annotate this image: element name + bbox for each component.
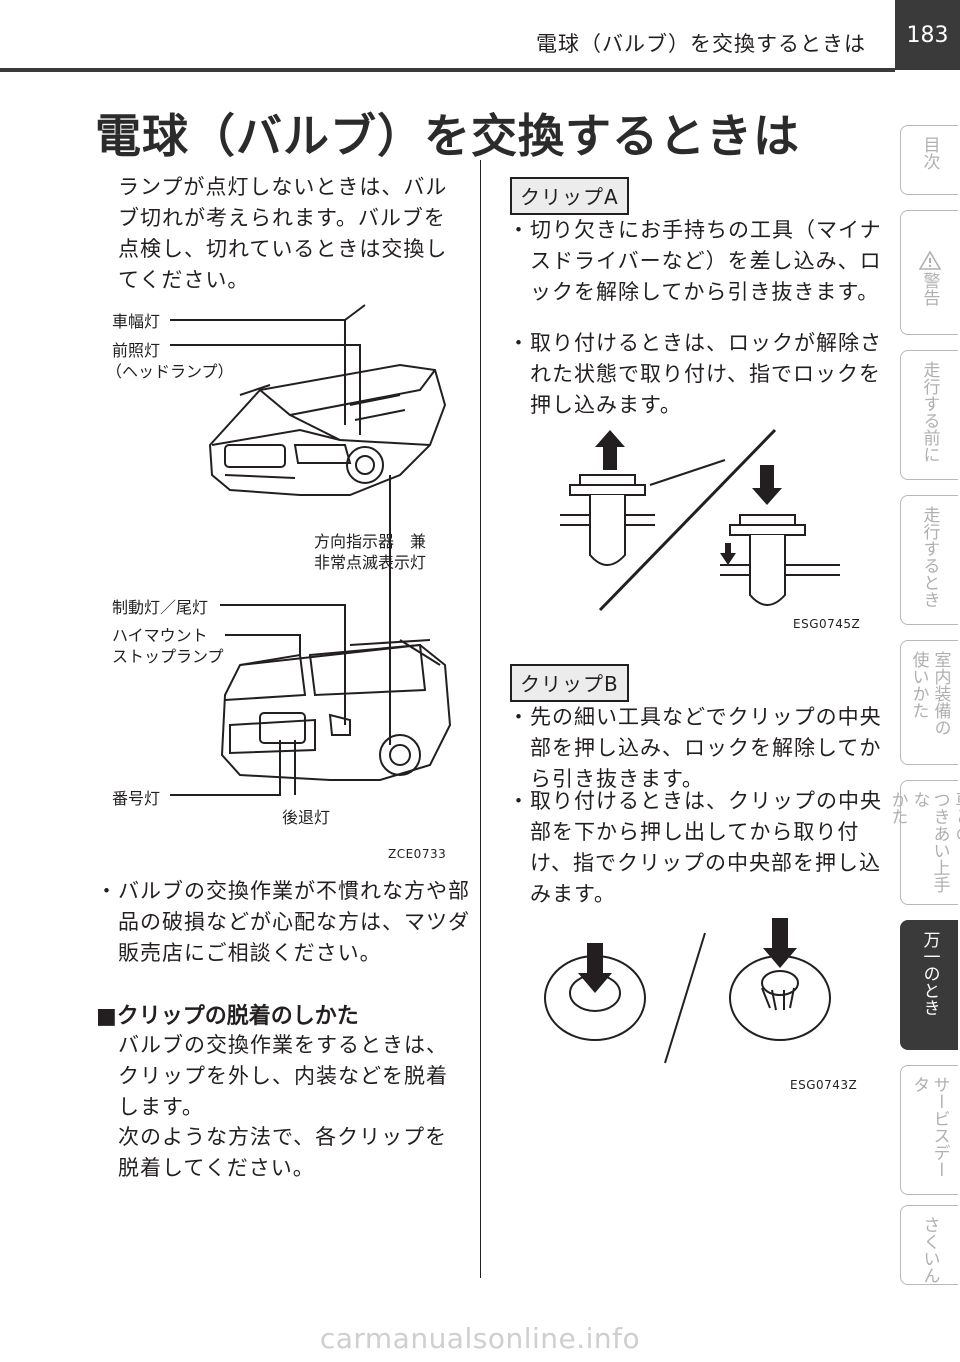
label-license: 番号灯 bbox=[112, 789, 161, 808]
tab-warning[interactable]: 警告 bbox=[900, 210, 958, 335]
label-backup: 後退灯 bbox=[282, 808, 331, 827]
warning-icon bbox=[918, 249, 941, 270]
tab-index[interactable]: さくいん bbox=[900, 1205, 958, 1285]
clip-a-bullet-2: ・取り付けるときは、ロックが解除された状態で取り付け、指でロックを押し込みます。 bbox=[508, 331, 882, 417]
tab-car-care[interactable]: 車との つきあい上手な かた bbox=[888, 780, 960, 905]
clip-a-illustration bbox=[560, 428, 840, 612]
tab-while-driving-label: 走行するとき bbox=[919, 506, 940, 608]
label-headlamp-sub: （ヘッドランプ） bbox=[106, 362, 234, 381]
tab-before-driving-label: 走行する前に bbox=[919, 361, 940, 463]
clip-b-tag: クリップB bbox=[510, 664, 629, 702]
clip-b-illustration bbox=[544, 918, 831, 1064]
arrow-down-small-icon bbox=[720, 543, 736, 565]
section-body-1: バルブの交換作業をするときは、クリップを外し、内装などを脱着します。 bbox=[118, 1033, 448, 1119]
page-title: 電球（バルブ）を交換するときは bbox=[95, 109, 800, 163]
clip-b-bullet-2: ・取り付けるときは、クリップの中央部を下から押し出してから取り付け、指でクリップ… bbox=[508, 789, 882, 906]
label-stop-tail: 制動灯／尾灯 bbox=[112, 598, 209, 617]
tab-interior-label-1: 室内装備の bbox=[930, 651, 951, 736]
figure-clip-a: ESG0745Z bbox=[540, 425, 870, 635]
tab-emergency-label: 万一のとき bbox=[919, 931, 940, 1016]
tab-contents[interactable]: 目次 bbox=[900, 125, 958, 195]
header-rule bbox=[0, 68, 895, 72]
label-side-marker: 車幅灯 bbox=[112, 312, 161, 331]
tab-car-care-label-3: かた bbox=[887, 791, 908, 825]
tab-interior[interactable]: 室内装備の 使いかた bbox=[900, 640, 958, 765]
tab-emergency[interactable]: 万一のとき bbox=[900, 920, 958, 1050]
arrow-down-right-icon bbox=[763, 918, 797, 968]
running-title: 電球（バルブ）を交換するときは bbox=[536, 32, 866, 56]
note-bullet: ・バルブの交換作業が不慣れな方や部品の破損などが心配な方は、マツダ販売店にご相談… bbox=[96, 879, 470, 965]
tab-while-driving[interactable]: 走行するとき bbox=[900, 495, 958, 625]
tab-warning-label: 警告 bbox=[919, 271, 940, 306]
tab-contents-label: 目次 bbox=[919, 136, 940, 170]
tab-interior-label-2: 使いかた bbox=[908, 651, 929, 719]
section-heading: ■クリップの脱着のしかた bbox=[96, 1004, 359, 1029]
clip-b-bullet-1: ・先の細い工具などでクリップの中央部を押し込み、ロックを解除してから引き抜きます… bbox=[508, 705, 882, 791]
label-high-mount-1: ハイマウント bbox=[112, 626, 208, 645]
car-illustration bbox=[170, 304, 452, 796]
tab-service-data-label: サービスデータ bbox=[909, 1076, 950, 1178]
label-headlamp: 前照灯 bbox=[112, 341, 161, 360]
label-high-mount-2: ストップランプ bbox=[112, 647, 224, 666]
arrow-up-icon bbox=[595, 430, 625, 470]
tab-car-care-label-2: つきあい上手な bbox=[909, 791, 950, 893]
label-hazard: 非常点滅表示灯 bbox=[314, 553, 427, 572]
section-body-2: 次のような方法で、各クリップを脱着してください。 bbox=[118, 1125, 448, 1180]
clip-a-bullet-1: ・切り欠きにお手持ちの工具（マイナスドライバーなど）を差し込み、ロックを解除して… bbox=[508, 218, 882, 304]
clip-b-code: ESG0743Z bbox=[790, 1078, 858, 1092]
tab-car-care-label-1: 車との bbox=[951, 791, 960, 842]
tab-service-data[interactable]: サービスデータ bbox=[900, 1065, 958, 1195]
arrow-down-icon bbox=[752, 465, 782, 505]
figure-code: ZCE0733 bbox=[388, 847, 447, 861]
tab-before-driving[interactable]: 走行する前に bbox=[900, 350, 958, 480]
clip-a-code: ESG0745Z bbox=[793, 617, 861, 631]
footer-watermark: carmanualsonline.info bbox=[319, 1322, 641, 1355]
tab-index-label: さくいん bbox=[919, 1216, 940, 1284]
column-divider bbox=[480, 160, 481, 1278]
figure-car-lamps: 車幅灯 前照灯 （ヘッドランプ） 方向指示器 兼 非常点滅表示灯 制動灯／尾灯 … bbox=[100, 295, 465, 865]
clip-a-tag: クリップA bbox=[510, 177, 629, 215]
intro-paragraph: ランプが点灯しないときは、バルブ切れが考えられます。バルブを点検し、切れていると… bbox=[118, 175, 448, 292]
page-number: 183 bbox=[895, 0, 960, 70]
arrow-down-left-icon bbox=[578, 943, 612, 993]
figure-clip-b: ESG0743Z bbox=[540, 918, 870, 1098]
label-turn-signal: 方向指示器 兼 bbox=[314, 532, 427, 551]
